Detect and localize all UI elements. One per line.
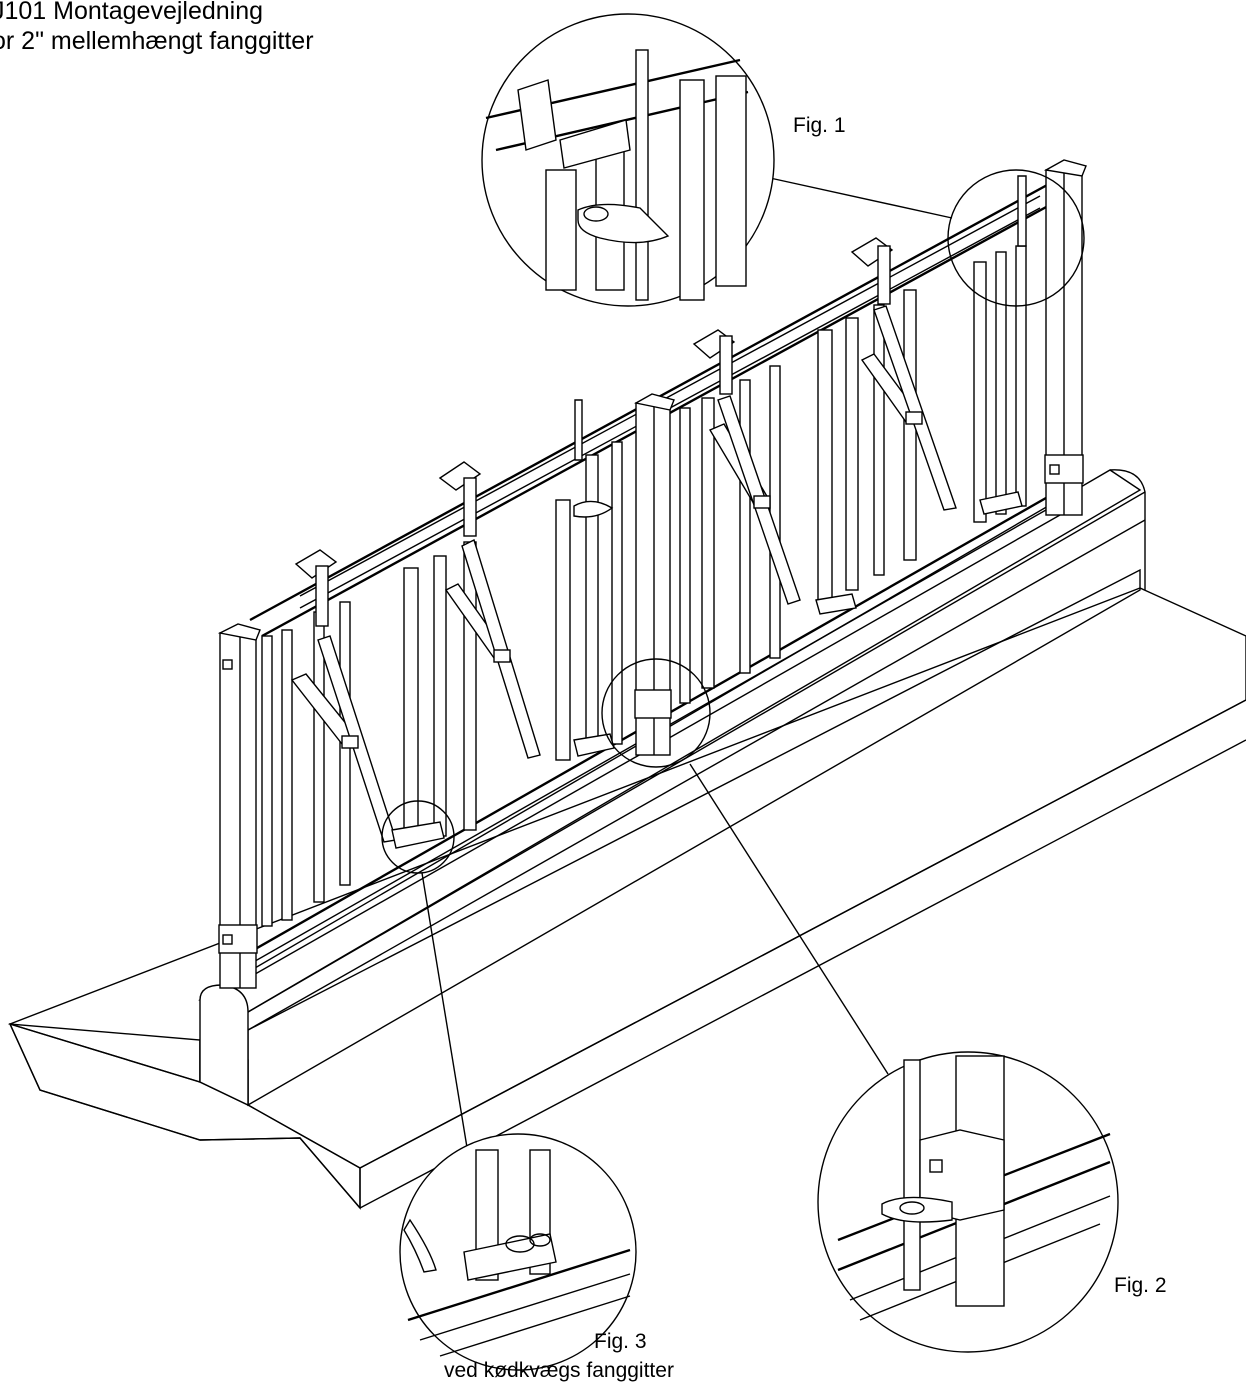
detail-fig-3 xyxy=(399,1133,637,1371)
fig-3-label: Fig. 3 xyxy=(594,1330,647,1353)
middle-post xyxy=(634,393,675,756)
document-subtitle: or 2" mellemhængt fanggitter xyxy=(0,27,314,55)
detail-fig-2 xyxy=(817,1051,1119,1353)
document-title: J101 Montagevejledning xyxy=(0,0,264,25)
callout-markers xyxy=(381,169,1085,1179)
end-post-left xyxy=(217,623,261,989)
diagonal-bars xyxy=(290,305,957,843)
fig-2-label: Fig. 2 xyxy=(1114,1274,1167,1297)
fig-1-label: Fig. 1 xyxy=(793,114,846,137)
latch-brackets xyxy=(294,175,1027,627)
end-post-right xyxy=(1043,159,1087,516)
detail-fig-1 xyxy=(481,13,775,307)
fig-3-note: ved kødkvægs fanggitter xyxy=(444,1359,674,1382)
foot-brackets xyxy=(391,491,1023,849)
